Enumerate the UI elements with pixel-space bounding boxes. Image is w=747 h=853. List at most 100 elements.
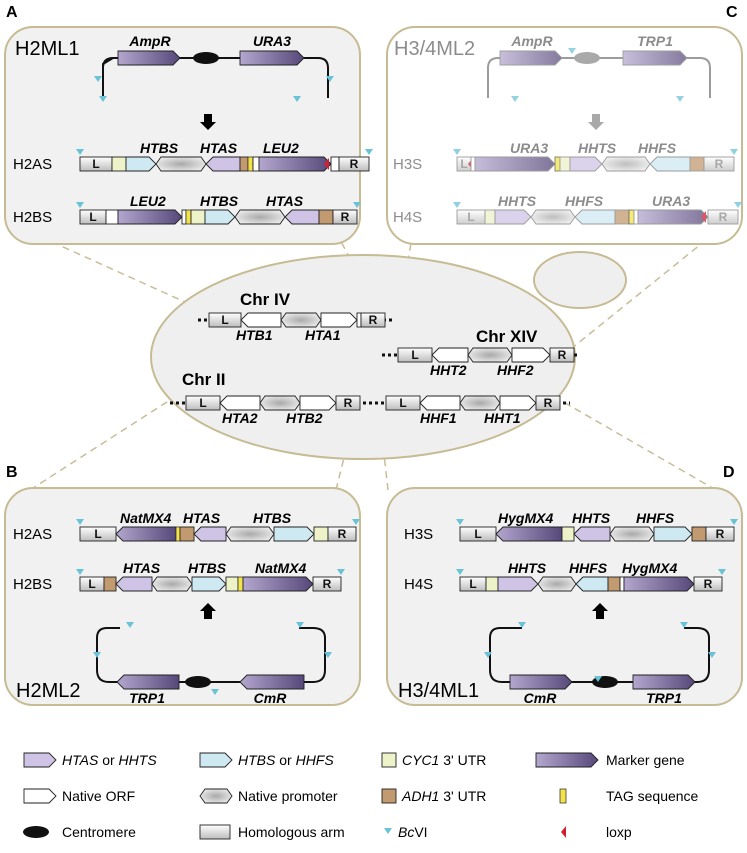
legend-icon-blue [199, 752, 233, 768]
row-el-1-box [485, 576, 499, 592]
gene-label-hhfs: HHFS [565, 193, 604, 209]
plasmid-h3-4ml1 [484, 603, 716, 690]
right-homologous-arm: R [335, 395, 361, 411]
legend-label-adh1: ADH1 3' UTR [401, 788, 486, 804]
bcvi-site [326, 76, 334, 82]
legend-swatch [559, 788, 567, 804]
right-homologous-arm-letter: R [716, 527, 725, 541]
row-el-2-arR [125, 156, 157, 172]
row-el-4-arL [193, 526, 227, 542]
legend-text-italic2: HHTS [119, 752, 158, 768]
gene-label-ura3: URA3 [652, 193, 690, 209]
legend-swatch [535, 752, 599, 768]
legend-icon-prom [199, 788, 233, 804]
right-homologous-arm-box [705, 526, 735, 542]
right-homologous-arm: R [312, 576, 342, 592]
gene-label-hygmx4: HygMX4 [622, 560, 677, 576]
panel-boxes [4, 26, 743, 706]
right-homologous-arm-letter: R [350, 157, 359, 171]
bcvi-site [353, 202, 361, 208]
left-homologous-arm: L [385, 395, 421, 411]
left-homologous-arm: L [79, 209, 107, 225]
legend-icon-cen [23, 826, 49, 838]
right-homologous-arm: R [705, 526, 735, 542]
plasmid-h2ml2 [93, 603, 332, 695]
right-homologous-arm-letter: R [369, 313, 378, 327]
left-homologous-arm-letter: L [221, 313, 228, 327]
row-el-1-box [484, 209, 496, 225]
right-homologous-arm-letter: R [323, 577, 332, 591]
legend-text-italic: Bc [398, 824, 414, 840]
right-homologous-arm-letter: R [344, 396, 353, 410]
native-promoter [467, 347, 513, 363]
down-arrow [588, 114, 604, 130]
bcvi-site [211, 689, 219, 695]
row-el-5-box [614, 209, 630, 225]
nucleolus-ellipse [533, 251, 627, 309]
right-homologous-arm-letter: R [338, 527, 347, 541]
row-el-1-arL [240, 312, 282, 328]
legend-text-rest: Centromere [62, 824, 136, 840]
row-el-11-box [330, 156, 340, 172]
legend-icon-purple [23, 752, 57, 768]
ura3-marker [239, 50, 305, 66]
legend-swatch [199, 788, 233, 804]
cmr-marker [509, 674, 573, 690]
row-el-4-box [356, 312, 362, 328]
right-homologous-arm-box [549, 347, 575, 363]
ampr-label: AmpR [128, 33, 171, 49]
row-el-2-arL [115, 576, 153, 592]
gene-label-hht2: HHT2 [430, 362, 467, 378]
gene-label-htas: HTAS [200, 140, 238, 156]
legend-label-purple: HTAS or HHTS [62, 752, 157, 768]
legend-icon-cyc1 [381, 752, 397, 768]
left-homologous-arm: L [208, 312, 242, 328]
row-el-3-arR [320, 312, 358, 328]
legend-label-loxp: loxp [606, 824, 632, 840]
chromosome-name-xiv: Chr XIV [476, 327, 538, 346]
plasmid-name: H2ML2 [16, 680, 80, 702]
row-el-1-box [105, 209, 119, 225]
tag-sequence [185, 209, 192, 225]
left-homologous-arm-letter: L [89, 210, 96, 224]
right-homologous-arm: R [549, 347, 575, 363]
panel-b-box [4, 487, 361, 706]
right-homologous-arm-box [707, 209, 739, 225]
trp1-marker [116, 674, 180, 690]
right-homologous-arm-letter: R [704, 577, 713, 591]
legend-text-mid: or [98, 752, 118, 768]
right-homologous-arm-letter: R [544, 396, 553, 410]
gene-label-hygmx4: HygMX4 [498, 510, 553, 526]
row-el-1-arL [219, 395, 261, 411]
row-label-h2bs: H2BS [13, 209, 52, 226]
legend-icon-orf [23, 788, 57, 804]
bcvi-site [453, 149, 461, 155]
legend-label-bcvi: BcVI [398, 824, 428, 840]
left-homologous-arm: L [459, 576, 487, 592]
gene-label-htb1: HTB1 [236, 327, 273, 343]
native-promoter [234, 209, 286, 225]
right-homologous-arm-letter: R [719, 210, 728, 224]
row-el-5-box [559, 156, 571, 172]
left-homologous-arm-letter: L [460, 157, 467, 171]
legend-text-rest: Marker gene [606, 752, 685, 768]
tag-sequence [175, 526, 181, 542]
right-homologous-arm: R [703, 156, 735, 172]
row-el-6-box [691, 526, 707, 542]
legend-text-italic: HTBS [238, 752, 276, 768]
row-label-h2bs: H2BS [13, 576, 52, 593]
bcvi-site [453, 202, 461, 208]
row-el-8-box [252, 156, 260, 172]
bcvi-site [93, 652, 101, 658]
row-el-2-arR [117, 209, 183, 225]
left-homologous-arm: L [79, 576, 105, 592]
bcvi-site [568, 48, 576, 54]
row-el-8-arR [637, 209, 709, 225]
bcvi-site [324, 652, 332, 658]
legend-swatch [384, 828, 392, 834]
right-homologous-arm: R [360, 312, 386, 328]
